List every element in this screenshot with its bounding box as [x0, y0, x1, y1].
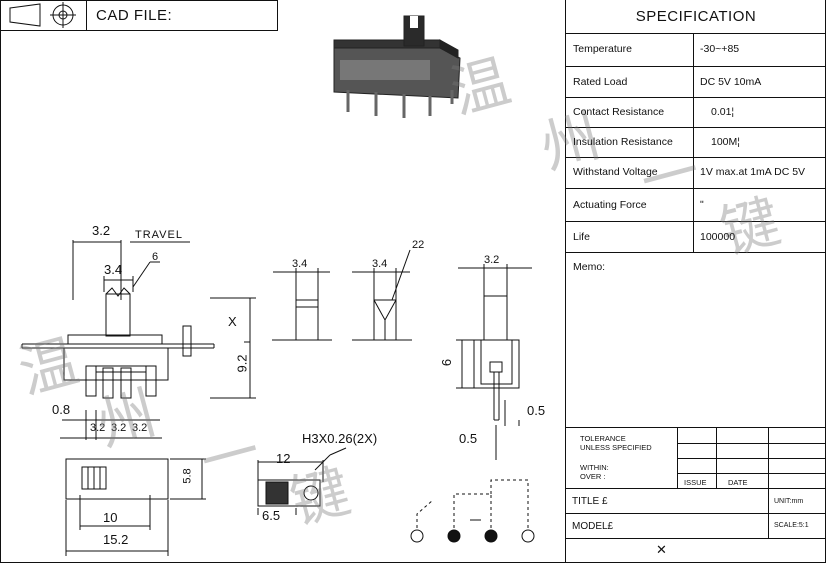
over-label: OVER : — [580, 472, 606, 481]
spec-row-temperature: Temperature -30~+85 — [566, 34, 826, 64]
spec-row-contact-resistance: Contact Resistance 0.01¦ — [566, 97, 826, 127]
front-view — [21, 240, 256, 440]
issue-label: ISSUE — [684, 478, 707, 487]
side-view — [456, 264, 532, 460]
spec-row-withstand-voltage: Withstand Voltage 1V max.at 1mA DC 5V — [566, 157, 826, 187]
specification-panel: SPECIFICATION Temperature -30~+85 Rated … — [566, 0, 826, 563]
spec-value: 1V max.at 1mA DC 5V — [700, 166, 806, 178]
spec-value: 100000 — [700, 231, 736, 243]
spec-table-grid — [566, 33, 826, 539]
specification-title: SPECIFICATION — [635, 8, 757, 25]
cad-file-label: CAD FILE: — [96, 7, 173, 24]
dim-10: 10 — [103, 510, 118, 525]
close-mark-icon: ✕ — [656, 542, 667, 557]
dim-angle-22: 22 — [412, 239, 425, 251]
circuit-schematic — [410, 479, 535, 543]
pcb-layout — [257, 447, 347, 515]
dim-pitch-3: 3.2 — [132, 422, 148, 434]
spec-key: Actuating Force — [573, 199, 647, 211]
dim-6-small: 6 — [152, 251, 159, 263]
dim-pitch-2: 3.2 — [111, 422, 127, 434]
dim-9-2: 9.2 — [234, 354, 250, 373]
dim-actuator-b: 3.4 — [372, 258, 388, 270]
dim-side-6: 6 — [439, 358, 455, 367]
spec-key: Contact Resistance — [573, 106, 665, 118]
dim-x: X — [228, 314, 237, 329]
spec-row-actuating-force: Actuating Force ʺ — [566, 190, 826, 220]
dim-3-2-top: 3.2 — [92, 223, 111, 238]
spec-key: Insulation Resistance — [573, 136, 673, 148]
unless-specified-label: UNLESS SPECIFIED — [580, 443, 652, 452]
dim-5-8: 5.8 — [181, 468, 194, 484]
header-box — [0, 0, 278, 31]
date-label: DATE — [728, 478, 748, 487]
dim-travel-label: TRAVEL — [135, 229, 183, 241]
dim-3-4: 3.4 — [104, 262, 123, 277]
dim-15-2: 15.2 — [103, 532, 129, 547]
spec-value: DC 5V 10mA — [700, 76, 762, 88]
spec-value: -30~+85 — [700, 43, 740, 55]
spec-key: Life — [573, 231, 590, 243]
dim-actuator-a: 3.4 — [292, 258, 308, 270]
spec-row-insulation-resistance: Insulation Resistance 100M¦ — [566, 127, 826, 157]
spec-key: Rated Load — [573, 76, 628, 88]
dim-6-5: 6.5 — [262, 508, 281, 523]
spec-value: ʺ — [700, 199, 704, 211]
spec-key: Withstand Voltage — [573, 166, 658, 178]
dim-pitch-1: 3.2 — [90, 422, 106, 434]
spec-row-rated-load: Rated Load DC 5V 10mA — [566, 67, 826, 97]
spec-value: 100M¦ — [711, 136, 740, 148]
dim-12: 12 — [276, 451, 291, 466]
memo-label: Memo: — [573, 261, 606, 273]
hole-spec-label: H3X0.26(2X) — [302, 431, 378, 446]
scale-label: SCALE:5:1 — [774, 522, 809, 529]
projection-symbol — [9, 3, 41, 27]
switch-3d-illustration — [333, 15, 461, 118]
dim-side-3-2: 3.2 — [484, 254, 500, 266]
dim-side-0-5-a: 0.5 — [527, 403, 546, 418]
within-label: WITHIN: — [580, 463, 609, 472]
actuator-views — [272, 249, 412, 341]
spec-key: Temperature — [573, 43, 632, 55]
dim-side-0-5-b: 0.5 — [459, 431, 478, 446]
dim-0-8: 0.8 — [52, 402, 71, 417]
tolerance-label: TOLERANCE — [580, 434, 626, 443]
spec-row-life: Life 100000 — [566, 222, 826, 252]
spec-value: 0.01¦ — [711, 106, 735, 118]
top-view — [65, 458, 206, 556]
unit-label: UNIT:mm — [774, 498, 804, 505]
title-label: TITLE £ — [572, 496, 608, 507]
model-label: MODEL£ — [572, 521, 614, 532]
